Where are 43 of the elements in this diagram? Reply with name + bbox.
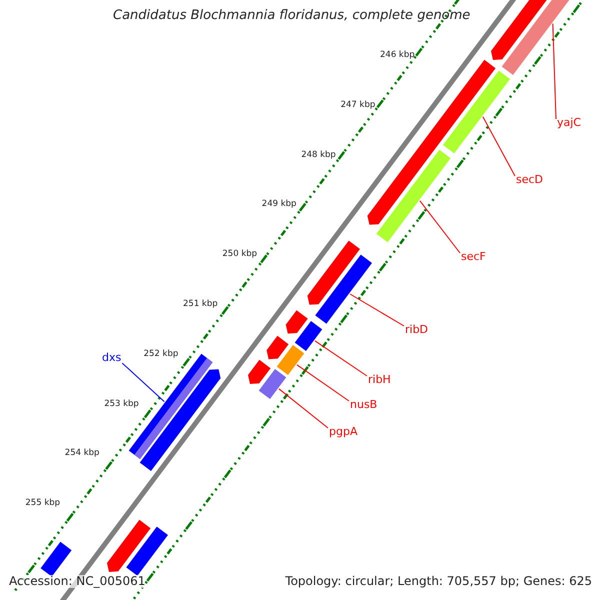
gene-label: nusB xyxy=(350,399,378,412)
scale-label: 249 kbp xyxy=(262,200,296,210)
scale-label: 247 kbp xyxy=(340,100,376,110)
scale-label: 246 kbp xyxy=(380,51,415,60)
gene-segment xyxy=(307,240,360,305)
scale-label: 248 kbp xyxy=(301,150,336,160)
scale-label: 251 kbp xyxy=(183,300,218,310)
leader-line xyxy=(419,200,460,254)
gene-segment xyxy=(248,360,271,384)
gene-segment xyxy=(258,369,286,399)
gene-label: ribH xyxy=(368,374,391,386)
gene-label: yajC xyxy=(557,117,581,130)
gene-segment xyxy=(294,321,322,351)
map-title: Candidatus Blochmannia floridanus, complete genome xyxy=(113,9,470,24)
gene-label: secD xyxy=(516,174,544,186)
leader-line xyxy=(350,294,404,326)
gene-label: pgpA xyxy=(329,426,358,438)
leader-line xyxy=(552,23,556,120)
leader-line xyxy=(482,116,516,176)
leader-line xyxy=(314,340,368,376)
leader-line xyxy=(278,388,328,428)
gene-segment xyxy=(140,369,221,471)
gene-segment xyxy=(376,150,451,242)
gene-segment xyxy=(286,310,308,334)
accession-text: Accession: NC_005061 xyxy=(9,575,146,588)
leader-line xyxy=(296,364,350,402)
scale-label: 250 kbp xyxy=(222,250,258,260)
gene-label: ribD xyxy=(405,324,428,336)
gene-label: dxs xyxy=(102,352,122,364)
gene-label: secF xyxy=(461,251,486,264)
gene-segment xyxy=(276,345,304,375)
genome-info-text: Topology: circular; Length: 705,557 bp; Genes: 625 xyxy=(285,575,592,588)
gene-segment xyxy=(107,520,151,572)
gene-segment xyxy=(315,254,372,324)
scale-label: 255 kbp xyxy=(25,499,60,509)
scale-label: 253 kbp xyxy=(104,400,139,409)
gene-segment xyxy=(40,542,72,577)
gene-segment xyxy=(266,336,289,360)
gene-segment xyxy=(126,526,168,576)
scale-label: 254 kbp xyxy=(64,449,100,459)
leader-line xyxy=(122,362,165,402)
scale-label: 252 kbp xyxy=(144,350,178,360)
gene-segment xyxy=(443,70,510,154)
